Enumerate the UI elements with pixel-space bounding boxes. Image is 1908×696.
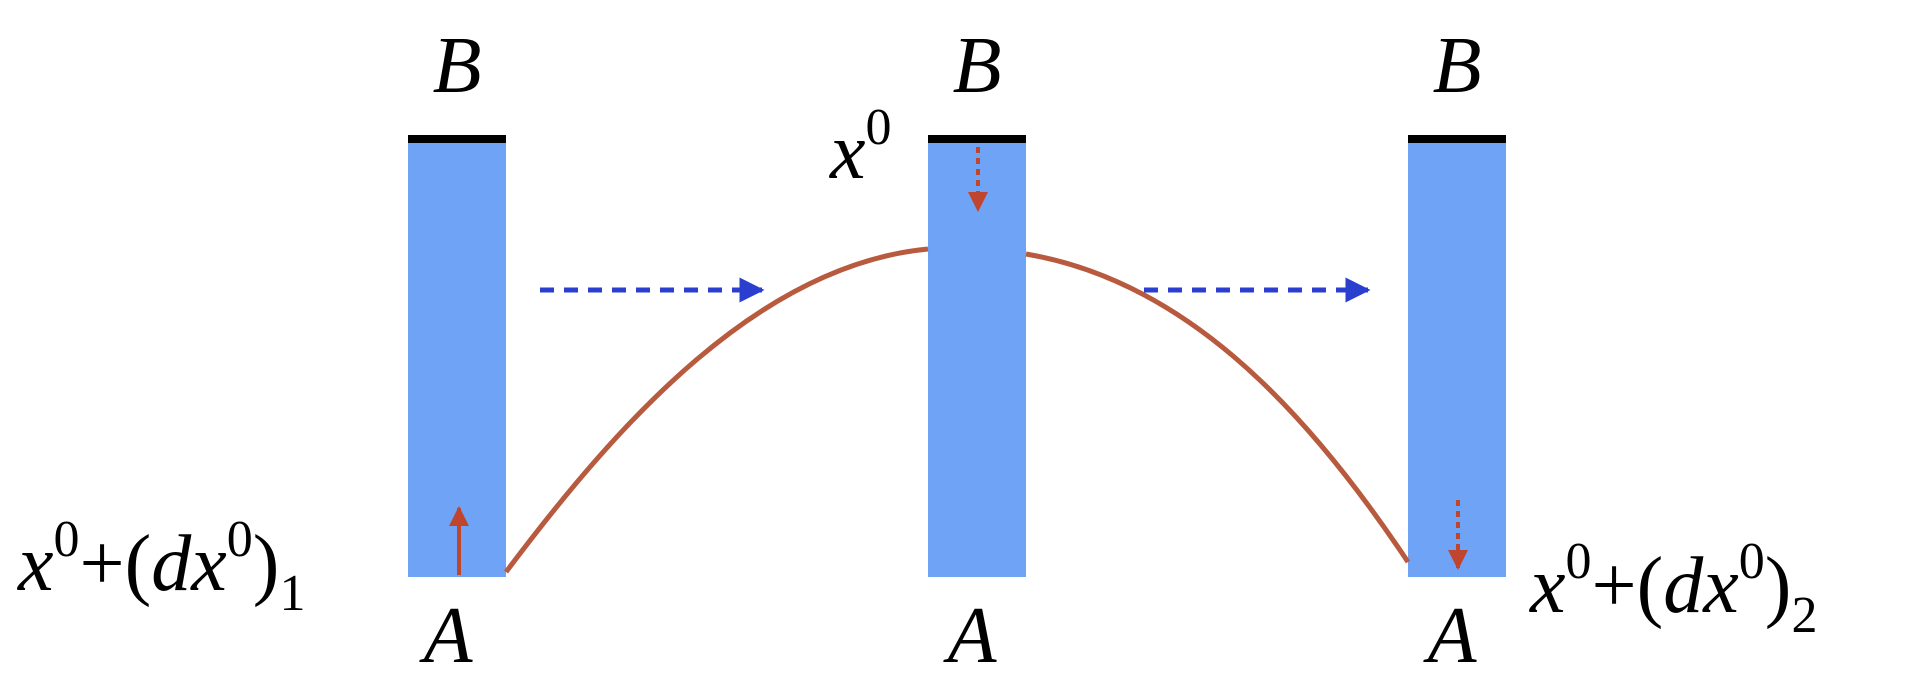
bar-left-bottom-label: A [419,592,474,680]
bar-right-cap [1408,135,1506,143]
trajectory-curve-left [504,246,929,574]
middle-side-label: x0 [829,99,892,196]
bar-middle-top-label: B [953,22,1002,110]
bar-left-top-label: B [433,22,482,110]
left-formula: x0+(dx0)1 [17,511,305,622]
bar-right-bottom-label: A [1423,592,1478,680]
bar-right [1408,135,1506,577]
bar-right-top-label: B [1433,22,1482,110]
bar-middle [928,135,1026,577]
right-formula: x0+(dx0)2 [1529,533,1817,644]
bar-left [408,135,506,577]
bar-middle-bottom-label: A [943,592,998,680]
trajectory-curve-right [1025,251,1411,564]
bar-middle-cap [928,135,1026,143]
bar-left-body [408,137,506,577]
bar-left-cap [408,135,506,143]
